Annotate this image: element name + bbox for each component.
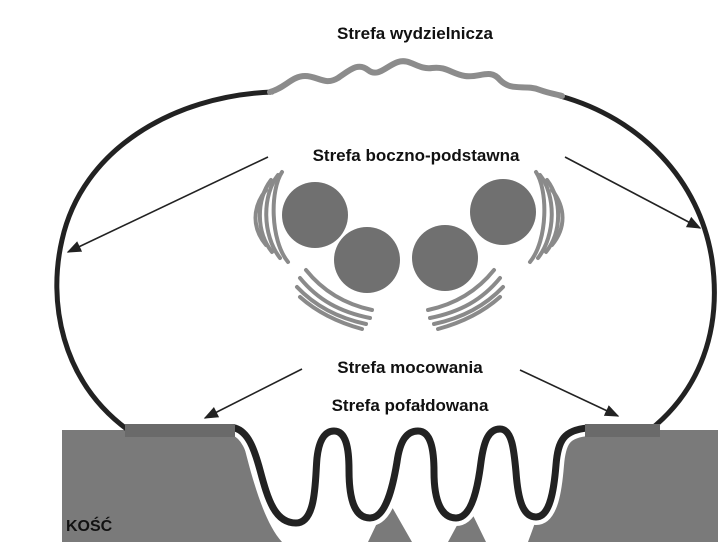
nucleus	[334, 227, 400, 293]
sealing-pad-right	[585, 424, 660, 437]
arrow-sealing-right	[520, 370, 618, 416]
arrow-basolateral-right	[565, 157, 700, 228]
label-secretory-zone: Strefa wydzielnicza	[337, 24, 493, 43]
label-ruffled-border: Strefa pofałdowana	[332, 396, 489, 415]
nucleus	[282, 182, 348, 248]
nucleus	[412, 225, 478, 291]
label-basolateral-zone: Strefa boczno-podstawna	[313, 146, 520, 165]
secretory-membrane	[270, 61, 562, 96]
nucleus	[470, 179, 536, 245]
label-sealing-zone: Strefa mocowania	[337, 358, 483, 377]
sealing-pad-left	[125, 424, 235, 437]
label-bone: KOŚĆ	[66, 516, 113, 535]
ruffled-border-halo	[235, 428, 588, 523]
arrow-sealing-left	[205, 369, 302, 418]
